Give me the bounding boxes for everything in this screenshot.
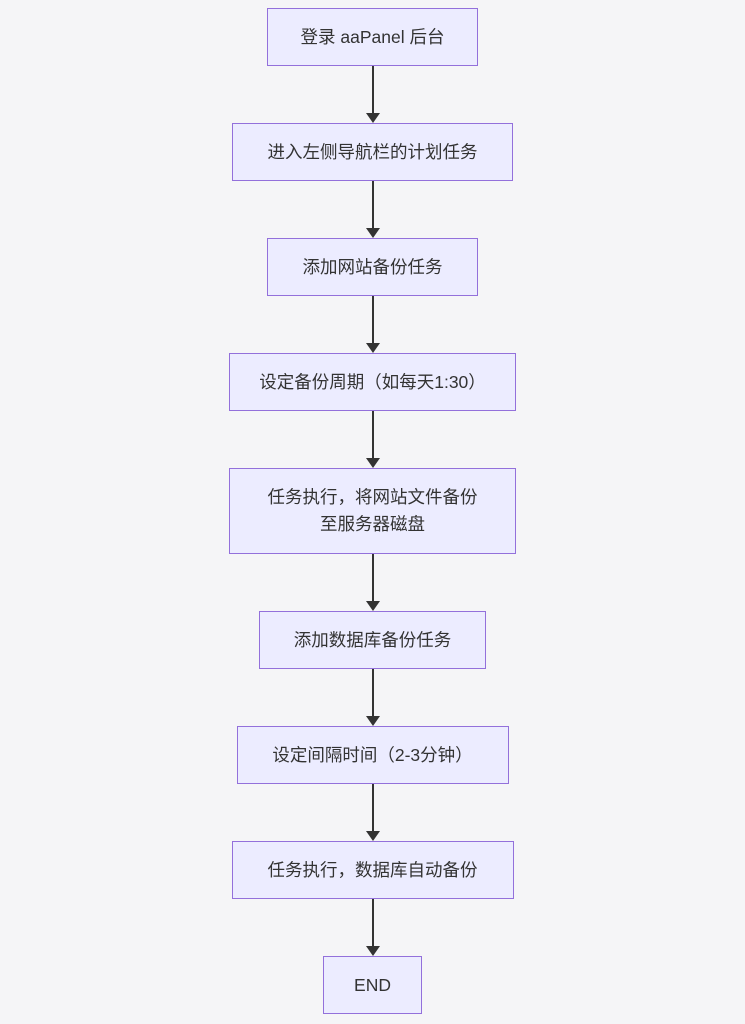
arrow-down-icon	[365, 669, 380, 726]
arrow-down-icon	[365, 411, 380, 468]
node-label: 设定备份周期（如每天1:30）	[259, 371, 486, 392]
arrow-shaft	[371, 669, 374, 716]
arrowhead-icon	[365, 601, 380, 611]
node-label: 登录 aaPanel 后台	[300, 26, 445, 47]
arrow-shaft	[371, 296, 374, 343]
arrow-shaft	[371, 181, 374, 228]
node-task-run-db-backup: 任务执行，数据库自动备份	[231, 841, 514, 899]
arrow-shaft	[371, 554, 374, 601]
arrow-shaft	[371, 411, 374, 458]
node-label: 添加数据库备份任务	[293, 629, 452, 650]
arrowhead-icon	[365, 228, 380, 238]
arrowhead-icon	[365, 458, 380, 468]
arrow-down-icon	[365, 66, 380, 123]
node-set-backup-cycle: 设定备份周期（如每天1:30）	[229, 353, 516, 411]
node-label: 添加网站备份任务	[302, 256, 443, 277]
node-label: 设定间隔时间（2-3分钟）	[272, 744, 473, 765]
arrow-down-icon	[365, 554, 380, 611]
node-open-cron-menu: 进入左侧导航栏的计划任务	[232, 123, 513, 181]
node-label: 进入左侧导航栏的计划任务	[267, 141, 478, 162]
node-label: 任务执行，将网站文件备份 至服务器磁盘	[267, 487, 478, 534]
node-label: END	[354, 974, 391, 995]
arrow-down-icon	[365, 296, 380, 353]
arrow-shaft	[371, 784, 374, 831]
arrowhead-icon	[365, 831, 380, 841]
arrow-down-icon	[365, 899, 380, 956]
arrow-shaft	[371, 66, 374, 113]
node-add-db-backup-task: 添加数据库备份任务	[259, 611, 486, 669]
node-end: END	[323, 956, 422, 1014]
node-label: 任务执行，数据库自动备份	[267, 859, 478, 880]
arrow-down-icon	[365, 784, 380, 841]
arrow-down-icon	[365, 181, 380, 238]
arrowhead-icon	[365, 113, 380, 123]
node-login-aapanel: 登录 aaPanel 后台	[267, 8, 478, 66]
node-task-run-site-backup: 任务执行，将网站文件备份 至服务器磁盘	[229, 468, 516, 554]
node-set-interval-time: 设定间隔时间（2-3分钟）	[236, 726, 509, 784]
arrowhead-icon	[365, 946, 380, 956]
arrowhead-icon	[365, 716, 380, 726]
arrow-shaft	[371, 899, 374, 946]
node-add-site-backup-task: 添加网站备份任务	[267, 238, 478, 296]
arrowhead-icon	[365, 343, 380, 353]
